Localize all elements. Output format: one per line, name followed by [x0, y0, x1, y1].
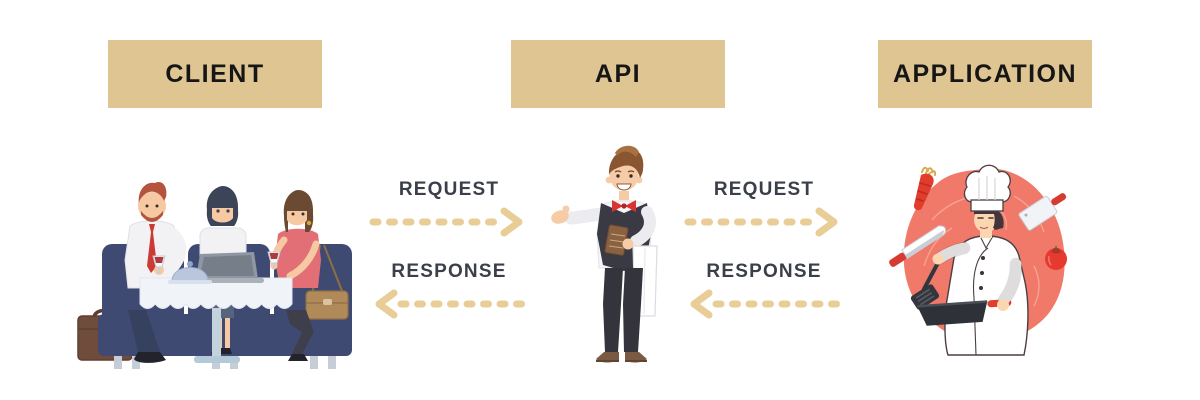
bow-tie-icon	[612, 200, 636, 212]
diner-man	[124, 182, 187, 363]
header-api: API	[511, 40, 725, 108]
header-client-label: CLIENT	[165, 59, 265, 88]
waiter-illustration	[551, 145, 658, 363]
header-api-label: API	[594, 59, 642, 88]
chef-figure	[910, 164, 1029, 356]
chef-illustration	[889, 164, 1067, 356]
laptop-icon	[190, 252, 264, 283]
flow-client-api: REQUEST RESPONSE	[366, 180, 532, 320]
tablecloth	[139, 277, 293, 309]
header-application: APPLICATION	[878, 40, 1092, 108]
response-arrow-left-icon	[375, 289, 529, 319]
cloche-icon	[168, 261, 212, 284]
request-label: REQUEST	[398, 179, 500, 200]
request-arrow-right-icon	[684, 207, 838, 237]
cleaver-icon	[1018, 193, 1067, 231]
header-application-label: APPLICATION	[892, 59, 1078, 88]
diners-illustration	[77, 182, 352, 369]
table-pedestal	[194, 308, 240, 363]
wine-glass-icon	[267, 251, 281, 269]
flow-api-application: REQUEST RESPONSE	[681, 180, 847, 320]
waiter-figure	[551, 145, 658, 363]
header-client: CLIENT	[108, 40, 322, 108]
response-arrow-left-icon	[690, 289, 844, 319]
tomato-icon	[1045, 246, 1067, 270]
knife-icon	[889, 225, 946, 267]
response-label: RESPONSE	[706, 261, 822, 282]
response-label: RESPONSE	[391, 261, 507, 282]
carrot-icon	[913, 166, 937, 211]
request-arrow-right-icon	[369, 207, 523, 237]
request-label: REQUEST	[713, 179, 815, 200]
chef-hat-icon	[963, 164, 1011, 212]
wine-glass-icon	[152, 255, 166, 274]
notepad-icon	[604, 224, 629, 256]
